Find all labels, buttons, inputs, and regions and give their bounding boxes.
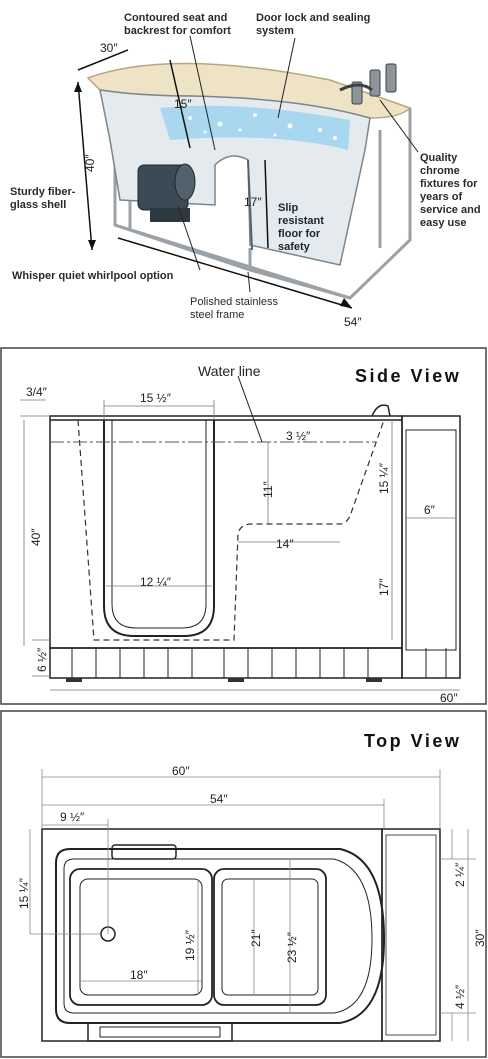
dim-seat-back: 11″: [261, 481, 275, 498]
dim-inner-width: 23 ½″: [285, 931, 299, 963]
dim-seat-depth: 14″: [276, 537, 294, 551]
chrome-faucet: [339, 63, 397, 105]
dim-panel-width: 6″: [424, 503, 436, 517]
door-outline: [103, 420, 215, 637]
seat-outline: [213, 868, 327, 1006]
illustration-drawing: 30″ 40″ 15″ 17″ 54″: [74, 35, 419, 329]
dim-depth: 30″: [473, 929, 487, 947]
dim-door-offset: 9 ½″: [60, 810, 85, 824]
side-view-panel: Side View Water line: [0, 346, 488, 708]
footwell-outline: [69, 868, 213, 1006]
height-dimension: 40″: [83, 154, 97, 172]
grab-handle: [111, 844, 177, 860]
callout-chrome: Quality chrome fixtures for years of ser…: [420, 152, 481, 229]
seat-dimension: 15″: [174, 97, 192, 111]
side-panel: [401, 415, 461, 679]
side-view-title: Side View: [355, 366, 461, 386]
callout-floor: Slip resistant floor for safety: [278, 202, 324, 253]
top-view-panel: Top View: [0, 709, 488, 1059]
callout-frame: Polished stainless steel frame: [190, 296, 279, 321]
depth-dimension: 30″: [100, 41, 118, 55]
interior-dashed: [77, 419, 385, 641]
dim-tub: 54″: [210, 792, 228, 806]
tub-rim-top: [55, 848, 386, 1024]
door-step: [87, 1023, 233, 1042]
dim-footwell-width: 19 ½″: [183, 929, 197, 961]
dim-rim-bottom: 4 ½″: [453, 984, 467, 1009]
callout-door: Door lock and sealing system: [256, 12, 371, 37]
whirlpool-pump: [137, 163, 196, 222]
side-view-drawing: Side View Water line: [0, 347, 487, 705]
dim-overall: 60″: [172, 764, 190, 778]
dim-top-rim: 3/4″: [26, 385, 48, 399]
dim-left-side: 15 ¼″: [17, 877, 31, 909]
dim-rim-top: 2 ¼″: [453, 862, 467, 887]
top-side-panel: [381, 828, 441, 1042]
dim-height: 40″: [29, 528, 43, 546]
dim-water-depth: 3 ½″: [286, 429, 311, 443]
base-skirt: [49, 647, 403, 679]
top-view-drawing: Top View: [0, 710, 487, 1058]
dim-door-bottom: 12 ¼″: [140, 575, 172, 589]
dim-seat-height: 17″: [377, 578, 391, 596]
length-dimension: 54″: [344, 315, 362, 329]
floor-dimension: 17″: [244, 195, 262, 209]
dim-door-width: 15 ½″: [140, 391, 172, 405]
dim-length: 60″: [440, 691, 458, 705]
callout-whirlpool: Whisper quiet whirlpool option: [12, 270, 174, 282]
dim-seat-width: 21″: [249, 929, 263, 947]
top-view-title: Top View: [364, 731, 461, 751]
dim-base: 6 ½″: [35, 647, 49, 672]
tub-outline: [49, 415, 403, 649]
dim-footwell-length: 18″: [130, 968, 148, 982]
water-line-label: Water line: [198, 363, 261, 379]
tub-illustration: 30″ 40″ 15″ 17″ 54″ Contoured seat and b…: [0, 0, 488, 345]
callout-shell: Sturdy fiber-glass shell: [10, 186, 76, 211]
callout-seat: Contoured seat and backrest for comfort: [124, 12, 231, 37]
dim-right-top: 15 ¼″: [377, 462, 391, 494]
